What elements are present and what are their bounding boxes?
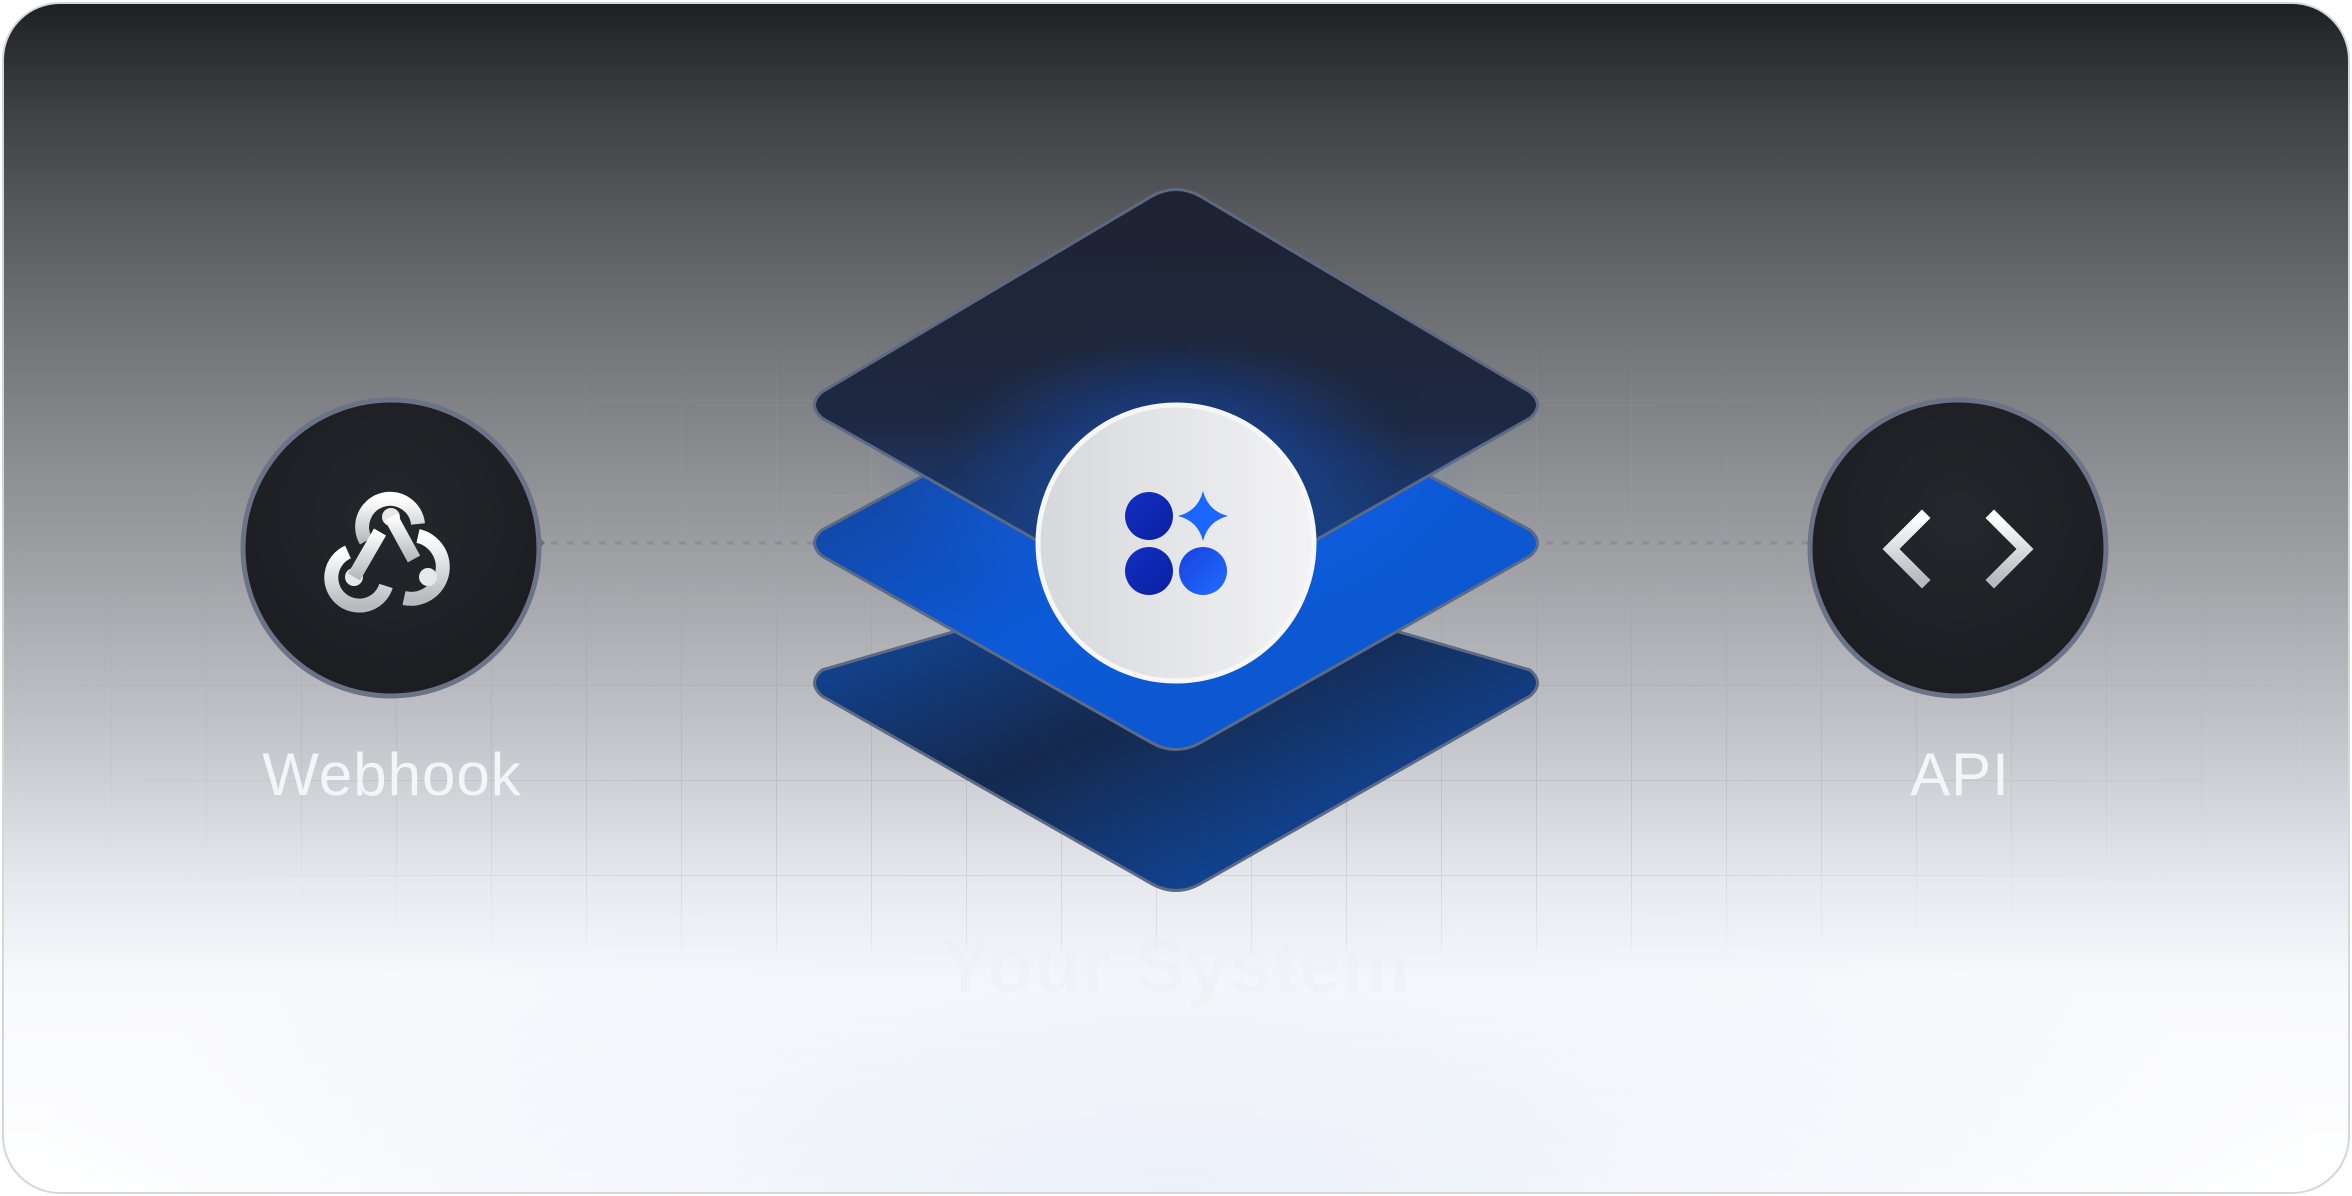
webhook-icon (324, 491, 450, 613)
api-node (1807, 397, 2109, 699)
webhook-node (240, 397, 542, 699)
code-brackets-icon (1882, 509, 2034, 589)
system-label: Your System (941, 924, 1411, 1009)
webhook-label: Webhook (262, 741, 522, 808)
app-logo-icon (1125, 491, 1228, 595)
center-node (1035, 402, 1317, 684)
api-label: API (1910, 741, 2010, 808)
